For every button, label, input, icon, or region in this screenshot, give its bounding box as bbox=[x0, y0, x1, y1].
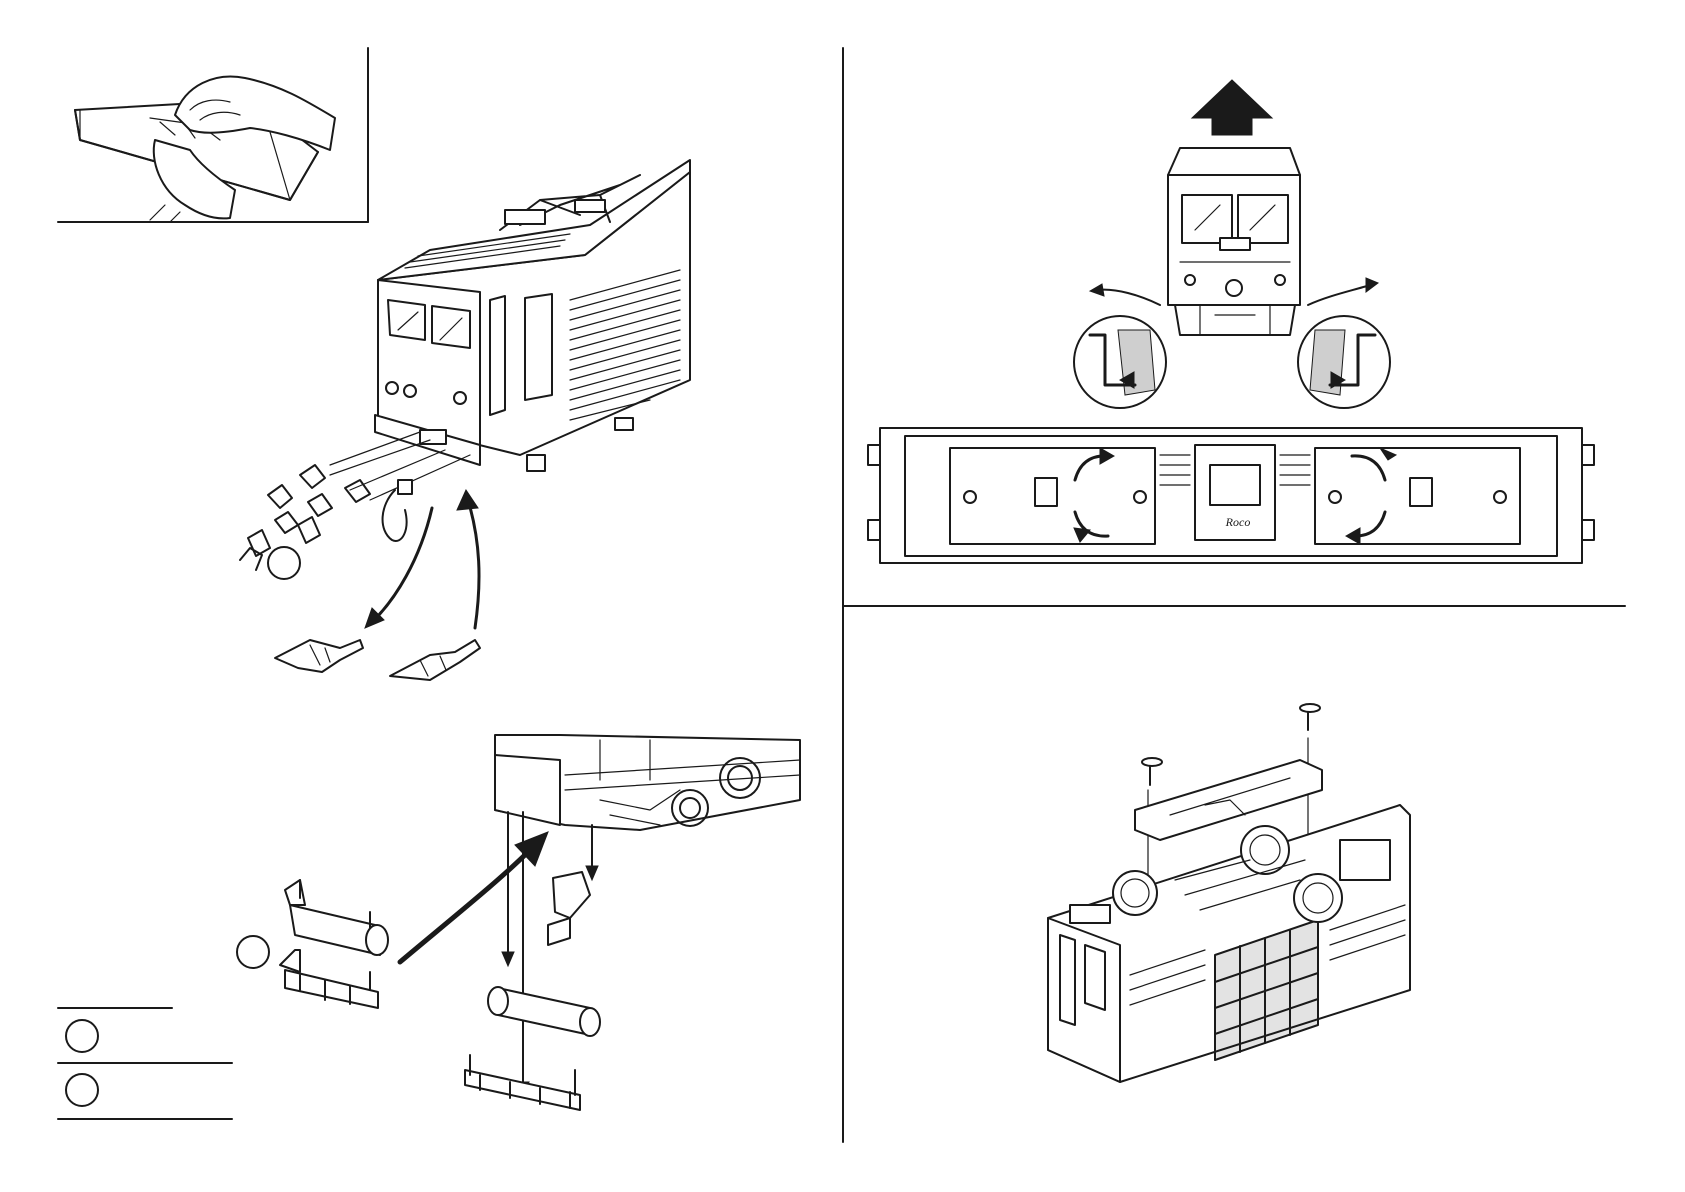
legend-marker-1 bbox=[66, 1020, 98, 1052]
brand-mark: Roco bbox=[1225, 515, 1251, 529]
coupler-swap-arrows bbox=[275, 490, 480, 680]
legend-marker-2 bbox=[66, 1074, 98, 1106]
body-removal-illustration bbox=[1074, 80, 1390, 408]
buffer-beam-illustration bbox=[237, 735, 800, 1110]
chassis-underside-illustration: Roco bbox=[868, 428, 1594, 563]
marker-circle-buffer bbox=[237, 936, 269, 968]
bogie-screws-illustration bbox=[1048, 704, 1410, 1082]
legend bbox=[58, 1008, 232, 1119]
marker-circle-coupler bbox=[268, 547, 300, 579]
inset-hand-illustration bbox=[75, 77, 335, 222]
